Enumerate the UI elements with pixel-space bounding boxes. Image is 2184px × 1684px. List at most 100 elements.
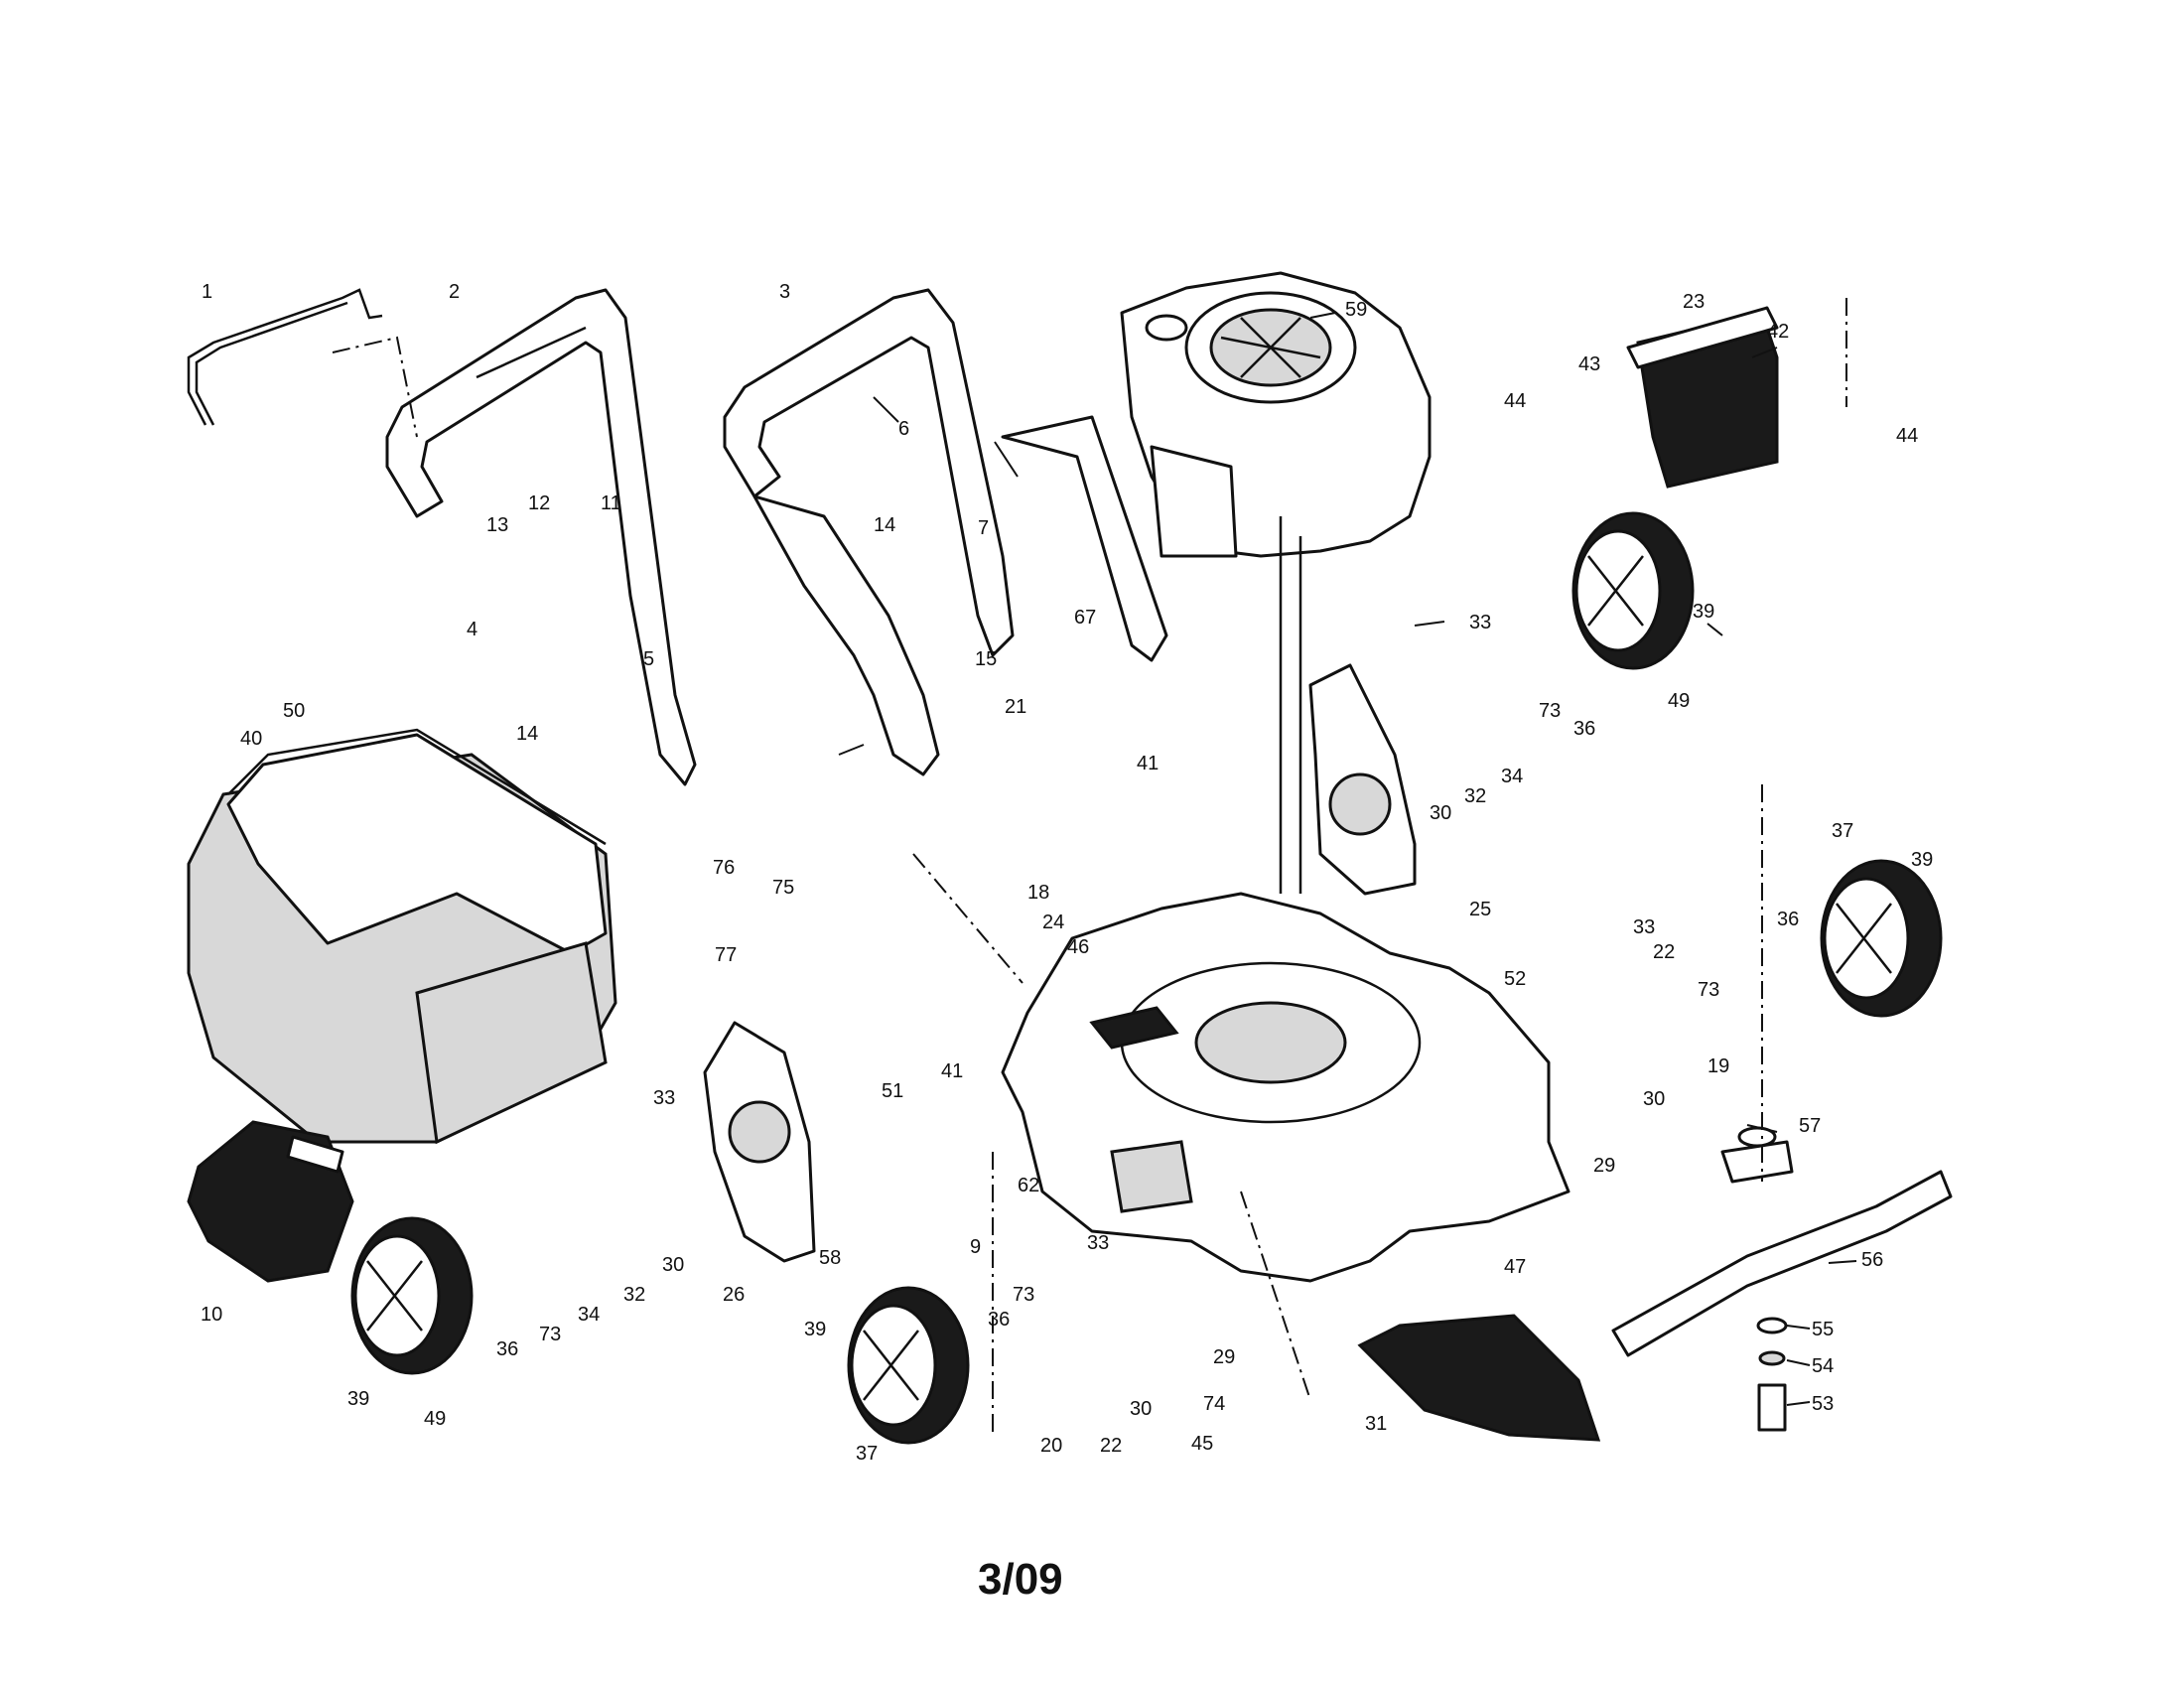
callout-label: 67 (1074, 607, 1096, 629)
callout-label: 36 (496, 1338, 518, 1360)
assembly-guide-lines (332, 298, 1847, 1435)
callout-label: 34 (578, 1304, 600, 1326)
callout-label: 30 (662, 1254, 684, 1276)
callout-label: 30 (1130, 1398, 1152, 1420)
callout-label: 49 (1668, 690, 1690, 712)
callout-label: 37 (856, 1443, 878, 1465)
callout-label: 73 (539, 1324, 561, 1345)
rear-flap-part (1626, 306, 1779, 489)
callout-label: 58 (819, 1247, 841, 1269)
callout-label: 45 (1191, 1433, 1213, 1455)
wheel-rear-right-49 (1571, 511, 1695, 670)
wheel-front-right-37 (1820, 859, 1943, 1018)
callout-label: 43 (1578, 353, 1600, 375)
height-adjuster-25 (1308, 663, 1417, 896)
callout-label: 77 (715, 944, 737, 966)
callout-label: 62 (1018, 1175, 1039, 1196)
callout-label: 55 (1812, 1319, 1834, 1340)
callout-label: 25 (1469, 899, 1491, 920)
blade-bolt-stack (1756, 1317, 1788, 1432)
callout-label: 40 (240, 728, 262, 750)
callout-label: 9 (970, 1236, 981, 1258)
callout-label: 42 (1767, 321, 1789, 343)
wheel-rear-left-49 (350, 1216, 474, 1375)
callout-label: 20 (1040, 1435, 1062, 1457)
callout-label: 29 (1593, 1155, 1615, 1177)
callout-label: 12 (528, 492, 550, 514)
callout-label: 13 (486, 514, 508, 536)
callout-label: 18 (1027, 882, 1049, 904)
callout-label: 73 (1698, 979, 1719, 1001)
callout-label: 32 (623, 1284, 645, 1306)
callout-label: 46 (1067, 936, 1089, 958)
callout-label: 33 (653, 1087, 675, 1109)
callout-label: 41 (941, 1060, 963, 1082)
upper-handle-part (187, 288, 383, 426)
callout-label: 44 (1504, 390, 1526, 412)
callout-label: 10 (201, 1304, 222, 1326)
callout-label: 7 (978, 517, 989, 539)
callout-label: 33 (1087, 1232, 1109, 1254)
callout-label: 75 (772, 877, 794, 899)
callout-label: 11 (601, 492, 621, 514)
handle-frame-2 (385, 288, 697, 786)
callout-label: 4 (467, 619, 478, 640)
callout-label: 53 (1812, 1393, 1834, 1415)
callout-label: 14 (874, 514, 895, 536)
callout-label: 57 (1799, 1115, 1821, 1137)
callout-label: 39 (347, 1388, 369, 1410)
mower-deck (1001, 892, 1570, 1283)
callout-label: 23 (1683, 291, 1705, 313)
engine-assembly (1120, 271, 1432, 894)
callout-label: 31 (1365, 1413, 1387, 1435)
mower-blade (1611, 1170, 1953, 1357)
callout-label: 51 (882, 1080, 903, 1102)
callout-label: 36 (1573, 718, 1595, 740)
grass-catcher-bag (187, 728, 617, 1145)
callout-label: 73 (1013, 1284, 1034, 1306)
callout-label: 76 (713, 857, 735, 879)
callout-label: 36 (1777, 909, 1799, 930)
callout-label: 54 (1812, 1355, 1834, 1377)
callout-label: 56 (1861, 1249, 1883, 1271)
callout-label: 59 (1345, 299, 1367, 321)
callout-label: 39 (1693, 601, 1714, 623)
callout-label: 39 (1911, 849, 1933, 871)
rear-skirt-part (1357, 1314, 1601, 1442)
callout-label: 22 (1100, 1435, 1122, 1457)
callout-label: 29 (1213, 1346, 1235, 1368)
callout-label: 41 (1137, 753, 1159, 774)
height-adjuster-26 (703, 1021, 816, 1263)
callout-label: 3 (779, 281, 790, 303)
handle-frame-3 (723, 288, 1168, 776)
callout-label: 21 (1005, 696, 1026, 718)
wheel-front-left-37 (847, 1286, 970, 1445)
callout-label: 49 (424, 1408, 446, 1430)
callout-label: 47 (1504, 1256, 1526, 1278)
callout-label: 37 (1832, 820, 1853, 842)
callout-leaders (838, 312, 1857, 1406)
callout-label: 39 (804, 1319, 826, 1340)
callout-label: 33 (1633, 916, 1655, 938)
callout-label: 34 (1501, 766, 1523, 787)
callout-label: 19 (1707, 1055, 1729, 1077)
callout-label: 44 (1896, 425, 1918, 447)
callout-label: 74 (1203, 1393, 1225, 1415)
callout-label: 2 (449, 281, 460, 303)
callout-label: 36 (988, 1309, 1010, 1331)
callout-label: 22 (1653, 941, 1675, 963)
blade-adapter (1720, 1126, 1794, 1184)
callout-label: 14 (516, 723, 538, 745)
callout-label: 6 (898, 418, 909, 440)
callout-label: 30 (1643, 1088, 1665, 1110)
callout-label: 33 (1469, 612, 1491, 633)
callout-labels: 1 2 3 59 23 42 44 43 44 6 13 12 11 7 14 … (201, 281, 1933, 1465)
callout-label: 24 (1042, 912, 1064, 933)
page-code: 3/09 (978, 1555, 1063, 1604)
callout-label: 52 (1504, 968, 1526, 990)
callout-label: 1 (202, 281, 212, 303)
callout-label: 5 (643, 648, 654, 670)
callout-label: 30 (1430, 802, 1451, 824)
callout-label: 32 (1464, 785, 1486, 807)
